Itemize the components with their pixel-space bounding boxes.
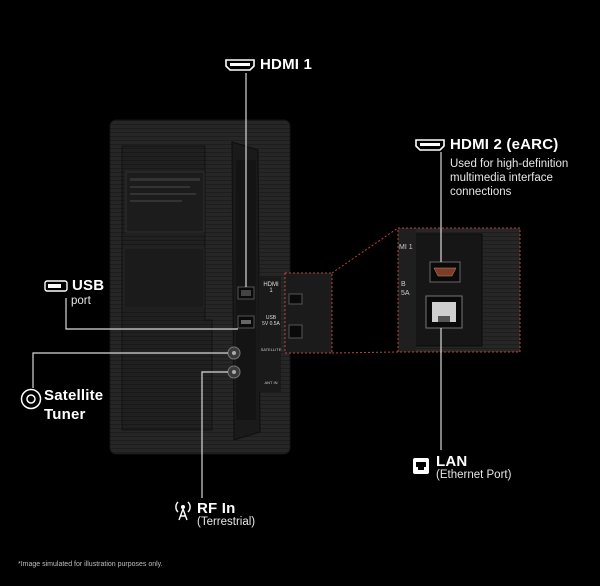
tv-back-panel [109, 119, 291, 455]
ethernet-icon [413, 458, 429, 474]
hdmi2-description: Used for high-definition multimedia inte… [450, 157, 568, 199]
usb-sub-label: port [71, 295, 91, 307]
hdmi1-callout: HDMI 1 [225, 56, 312, 73]
leader-lines [32, 73, 442, 498]
usb-callout: USB [44, 277, 104, 294]
disclaimer: *Image simulated for illustration purpos… [18, 561, 163, 568]
panel-ant-tag: ANT IN [264, 380, 278, 385]
rf-sub-label: (Terrestrial) [197, 516, 256, 528]
satellite-label-line1: Satellite [44, 387, 104, 404]
coax-icon [20, 388, 42, 410]
panel-usb-tag-top: USB [265, 315, 277, 321]
lan-sub-label: (Ethernet Port) [436, 469, 512, 481]
zoom-inset [397, 227, 521, 353]
zoom-usb-tag-top: B [401, 281, 406, 288]
panel-usb-tag-bottom: 5V 0.5A [262, 321, 280, 327]
panel-hdmi1-tag-top: HDMI [263, 282, 279, 288]
hdmi2-label: HDMI 2 (eARC) [450, 136, 559, 153]
hdmi2-callout: HDMI 2 (eARC) [415, 136, 558, 153]
hdmi2-desc-line3: connections [450, 186, 512, 198]
usb-icon [44, 279, 68, 292]
hdmi2-desc-line1: Used for high-definition [450, 158, 569, 170]
panel-hdmi1-port [237, 286, 255, 300]
panel-rf-port [227, 365, 241, 379]
panel-hdmi1-tag-bottom: 1 [269, 288, 273, 294]
antenna-icon [175, 501, 191, 521]
panel-usb-tag: USB 5V 0.5A [260, 315, 282, 327]
zoom-source-box [284, 272, 333, 354]
panel-usb-port [237, 315, 255, 329]
panel-sat-tag: SATELLITE [260, 347, 282, 352]
satellite-label-line2: Tuner [44, 406, 86, 423]
satellite-label: Satellite Tuner [44, 386, 103, 424]
rf-label: RF In [197, 500, 236, 517]
lan-label: LAN [436, 453, 468, 470]
hdmi1-label: HDMI 1 [260, 56, 313, 73]
zoom-usb-tag-bottom: 5A [401, 290, 410, 297]
hdmi-icon [225, 58, 255, 71]
zoom-usb-tag: B 5A [401, 280, 410, 298]
zoom-hdmi-tag: MI 1 [399, 244, 413, 251]
panel-satellite-port [227, 346, 241, 360]
hdmi2-desc-line2: multimedia interface [450, 172, 553, 184]
hdmi-icon [415, 138, 445, 151]
usb-label: USB [72, 277, 105, 294]
panel-hdmi1-tag: HDMI 1 [261, 282, 281, 294]
